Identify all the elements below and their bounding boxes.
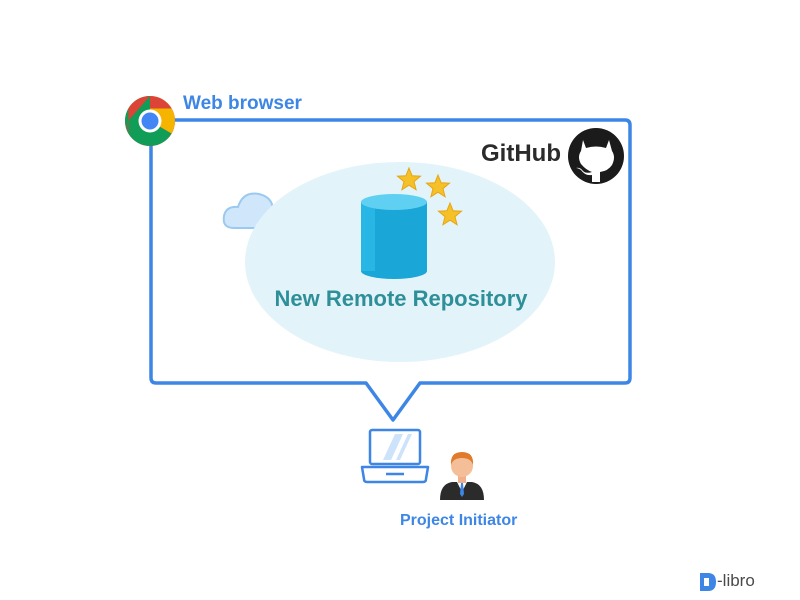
brand-name: libro [722, 571, 755, 590]
businessman-icon [440, 452, 484, 500]
laptop-icon [360, 428, 430, 484]
dlibro-logo-icon [700, 573, 716, 591]
github-label: GitHub [481, 140, 561, 167]
brand-label: -libro [717, 571, 755, 590]
database-cylinder-icon [361, 194, 427, 279]
browser-label: Web browser [183, 93, 302, 114]
star-icon [425, 173, 451, 198]
star-icon [396, 166, 422, 191]
user-role-label: Project Initiator [400, 512, 518, 529]
github-octocat-icon [568, 128, 624, 184]
chrome-icon [125, 96, 175, 146]
star-icon [437, 201, 463, 226]
repository-label: New Remote Repository [274, 286, 528, 311]
